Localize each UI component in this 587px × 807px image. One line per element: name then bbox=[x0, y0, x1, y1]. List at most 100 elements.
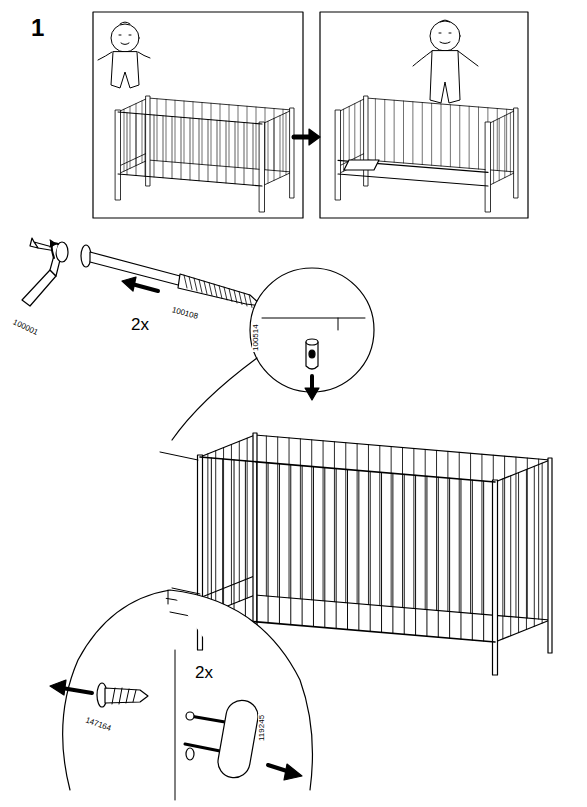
thread-line bbox=[229, 289, 232, 302]
thread-line bbox=[234, 290, 237, 303]
crib-stroke bbox=[220, 104, 221, 166]
crib-stroke bbox=[172, 117, 173, 179]
crib-stroke bbox=[504, 456, 505, 616]
crib-stroke bbox=[370, 471, 371, 631]
crib-stroke bbox=[247, 438, 248, 598]
crib-stroke bbox=[166, 100, 167, 162]
crib-stroke bbox=[415, 475, 416, 635]
crib-stroke bbox=[217, 120, 218, 182]
crib-stroke bbox=[280, 116, 281, 178]
crib-stroke bbox=[256, 107, 257, 169]
screw bbox=[97, 683, 148, 707]
crib-stroke bbox=[175, 100, 176, 162]
bottom-detail-circle bbox=[63, 590, 313, 790]
crib-stroke bbox=[235, 122, 236, 184]
thread-line bbox=[209, 283, 212, 296]
crib-stroke bbox=[231, 444, 232, 604]
crib-stroke bbox=[157, 99, 158, 161]
thread-line bbox=[224, 287, 227, 300]
crib-stroke bbox=[515, 457, 516, 617]
crib-stroke bbox=[223, 448, 224, 608]
crib-stroke bbox=[413, 448, 414, 608]
crib-stroke bbox=[506, 109, 507, 171]
crib-stroke bbox=[277, 437, 278, 597]
crib-stroke bbox=[497, 109, 498, 171]
crib-stroke bbox=[426, 476, 427, 636]
crib-stroke bbox=[441, 104, 442, 166]
crib-stroke bbox=[253, 123, 254, 185]
crib-stroke bbox=[449, 478, 450, 638]
part-number: 119245 bbox=[258, 714, 266, 742]
crib-stroke bbox=[488, 172, 516, 186]
detail-circle bbox=[250, 268, 374, 392]
crib-stroke bbox=[190, 118, 191, 180]
quantity: 2x bbox=[194, 664, 214, 681]
rail-edge bbox=[262, 318, 365, 330]
crib-post bbox=[290, 108, 294, 198]
part-number: 100514 bbox=[252, 323, 260, 352]
crib-stroke bbox=[211, 103, 212, 165]
crib-stroke bbox=[313, 467, 314, 627]
crib-stroke bbox=[450, 105, 451, 167]
crib-stroke bbox=[163, 116, 164, 178]
crib-post bbox=[146, 96, 150, 186]
thread-line bbox=[239, 292, 242, 305]
crib-raised bbox=[116, 96, 295, 212]
crib-stroke bbox=[343, 109, 344, 171]
crib-stroke bbox=[368, 445, 369, 605]
remove-arrowhead bbox=[50, 680, 66, 695]
crib-stroke bbox=[488, 110, 516, 124]
crib-post bbox=[493, 480, 498, 675]
crib-stroke bbox=[256, 462, 257, 622]
crib-stroke bbox=[447, 451, 448, 611]
baby-large bbox=[413, 20, 478, 103]
crib-stroke bbox=[324, 468, 325, 628]
crib-stroke bbox=[422, 103, 423, 165]
after-panel bbox=[320, 12, 528, 218]
crib-lowered bbox=[336, 96, 519, 212]
crib-stroke bbox=[336, 469, 337, 629]
crank-tool bbox=[22, 238, 68, 306]
crib-stroke bbox=[268, 463, 269, 623]
thread-line bbox=[184, 275, 187, 288]
crib-stroke bbox=[302, 466, 303, 626]
remove-arrow bbox=[62, 688, 92, 693]
part-number: 100001 bbox=[11, 318, 40, 337]
thread-line bbox=[194, 278, 197, 291]
crib-stroke bbox=[289, 438, 290, 598]
crib-stroke bbox=[404, 474, 405, 634]
crib-stroke bbox=[154, 115, 155, 177]
crib-stroke bbox=[504, 116, 505, 178]
crib-stroke bbox=[360, 101, 361, 163]
crib-stroke bbox=[130, 106, 131, 168]
part-number: 100108 bbox=[170, 306, 200, 321]
thread-line bbox=[204, 281, 207, 294]
crib-stroke bbox=[268, 121, 269, 183]
crib-stroke bbox=[518, 473, 519, 633]
crib-stroke bbox=[262, 172, 292, 186]
crib-stroke bbox=[354, 104, 355, 166]
crib-stroke bbox=[274, 118, 275, 180]
crib-stroke bbox=[349, 106, 350, 168]
crib-stroke bbox=[425, 449, 426, 609]
crib-stroke bbox=[402, 448, 403, 608]
crib-stroke bbox=[286, 113, 287, 175]
crib-stroke bbox=[142, 101, 143, 163]
crib-stroke bbox=[229, 105, 230, 167]
crib-stroke bbox=[358, 470, 359, 630]
crib-stroke bbox=[234, 460, 235, 620]
crib-stroke bbox=[145, 114, 146, 176]
crib-stroke bbox=[338, 160, 488, 172]
crib-stroke bbox=[460, 479, 461, 639]
crib-stroke bbox=[311, 440, 312, 600]
baby-small bbox=[98, 22, 150, 88]
crib-stroke bbox=[338, 98, 366, 112]
crib-stroke bbox=[338, 174, 488, 186]
before-panel bbox=[93, 12, 303, 218]
crib-stroke bbox=[347, 470, 348, 630]
crib-stroke bbox=[403, 101, 404, 163]
crib-stroke bbox=[526, 469, 527, 629]
pull-arrowhead bbox=[122, 277, 136, 291]
crib-stroke bbox=[527, 458, 528, 618]
crib-stroke bbox=[510, 113, 511, 175]
